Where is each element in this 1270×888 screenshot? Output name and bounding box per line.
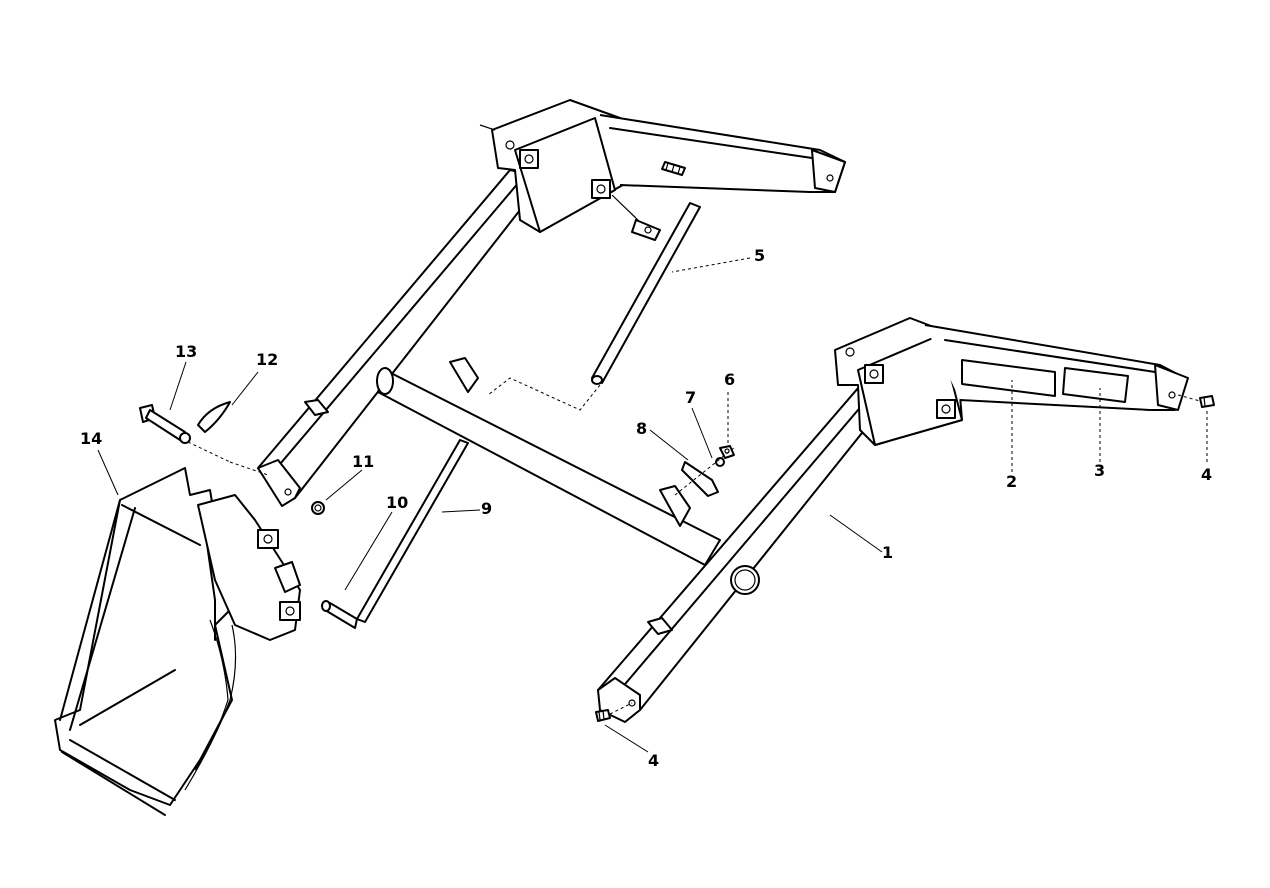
callout-4-right: 4 xyxy=(1201,465,1212,484)
rod-part-5 xyxy=(487,194,701,411)
callout-14: 14 xyxy=(80,429,102,448)
callout-1: 1 xyxy=(882,543,893,562)
cross-tube xyxy=(376,357,721,566)
callout-7: 7 xyxy=(685,388,696,407)
callout-3: 3 xyxy=(1094,461,1105,480)
rod-part-9-10 xyxy=(321,439,469,629)
leader-lines xyxy=(97,257,1208,753)
callout-6: 6 xyxy=(724,370,735,389)
right-loader-arm xyxy=(597,317,1189,723)
callout-9: 9 xyxy=(481,499,492,518)
hardware-parts-11-12-13 xyxy=(139,401,325,515)
callout-4-bottom: 4 xyxy=(648,751,659,770)
callout-10: 10 xyxy=(386,493,408,512)
callout-13: 13 xyxy=(175,342,197,361)
callout-11: 11 xyxy=(352,452,374,471)
callout-5: 5 xyxy=(754,246,765,265)
callout-8: 8 xyxy=(636,419,647,438)
hardware-parts-6-7-8 xyxy=(674,445,736,497)
callout-labels: 1 2 3 4 4 5 6 7 8 9 10 11 12 13 14 xyxy=(80,246,1212,770)
bucket-part-14 xyxy=(54,467,301,816)
callout-2: 2 xyxy=(1006,472,1017,491)
left-loader-arm xyxy=(257,99,846,507)
callout-12: 12 xyxy=(256,350,278,369)
pin-part-4 xyxy=(595,394,1215,722)
